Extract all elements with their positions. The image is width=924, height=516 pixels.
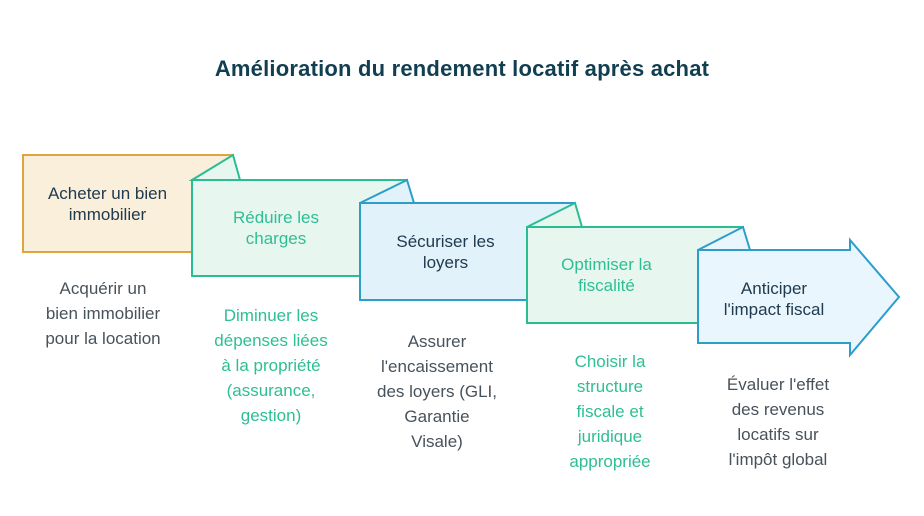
step-1-label: Acheter un bien immobilier bbox=[47, 183, 168, 224]
step-5-description: Évaluer l'effet des revenus locatifs sur… bbox=[726, 375, 830, 469]
step-5-arrow-shape bbox=[697, 237, 901, 358]
step-3-label: Sécuriser les loyers bbox=[396, 231, 495, 272]
step-5-label: Anticiper l'impact fiscal bbox=[723, 278, 825, 319]
step-3-description: Assurer l'encaissement des loyers (GLI, … bbox=[377, 332, 497, 451]
diagram-title: Amélioration du rendement locatif après … bbox=[214, 56, 710, 81]
step-2-description: Diminuer les dépenses liées à la proprié… bbox=[214, 306, 328, 425]
step-2-label: Réduire les charges bbox=[233, 208, 319, 248]
step-1-description: Acquérir un bien immobilier pour la loca… bbox=[45, 279, 161, 348]
step-4-label: Optimiser la fiscalité bbox=[561, 255, 652, 295]
step-4-description: Choisir la structure fiscale et juridiqu… bbox=[569, 352, 651, 471]
